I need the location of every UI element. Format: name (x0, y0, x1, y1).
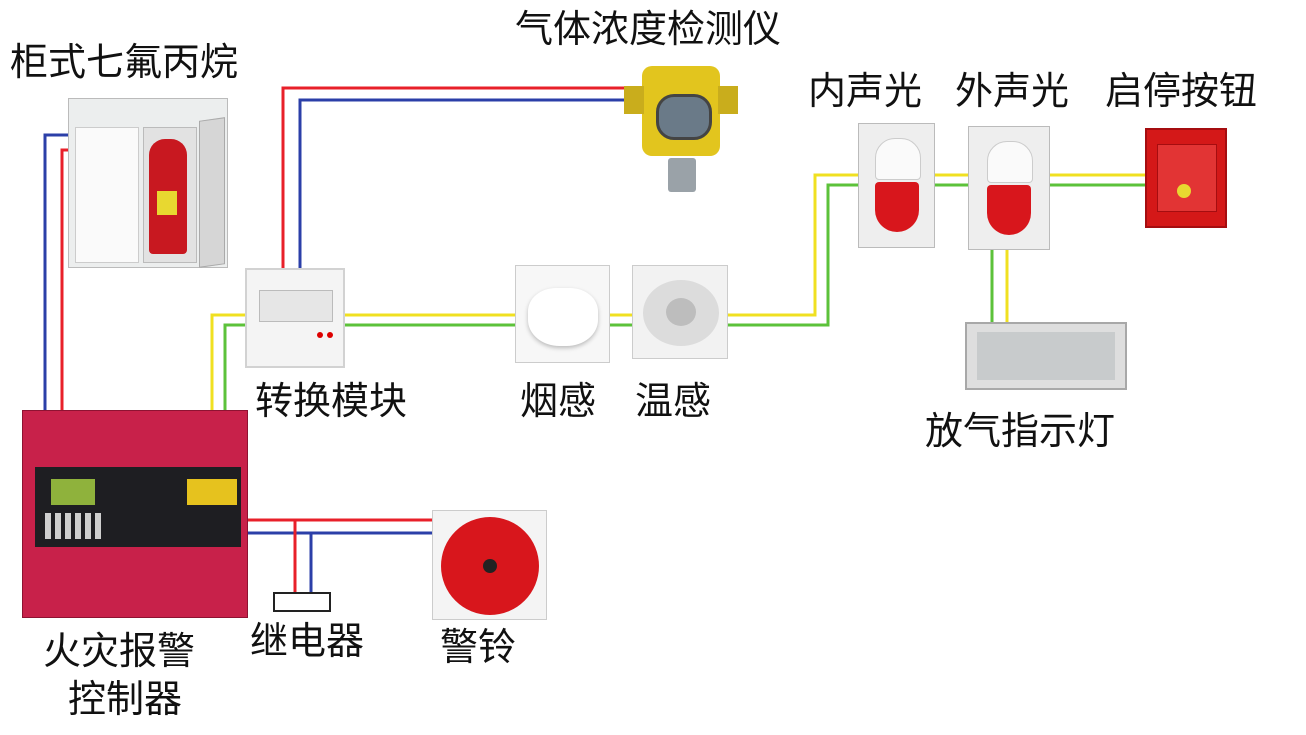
alarm-bell (432, 510, 547, 620)
heat-detector (632, 265, 728, 359)
detector-sensor (668, 158, 696, 192)
detector-port-left (624, 86, 644, 114)
fire-alarm-controller (22, 410, 248, 618)
outer-sound-light-alarm (968, 126, 1050, 250)
label-heat: 温感 (635, 379, 712, 423)
cabinet-left-door (75, 127, 139, 263)
start-stop-button (1145, 128, 1227, 228)
bell-striker (483, 559, 497, 573)
label-start-stop: 启停按钮 (1105, 69, 1258, 113)
button-panel (1157, 144, 1217, 212)
outer-alarm-speaker (987, 141, 1033, 183)
label-gas-detector: 气体浓度检测仪 (515, 7, 782, 51)
indicator-panel (977, 332, 1115, 380)
module-led-2 (327, 332, 333, 338)
smoke-detector (515, 265, 610, 363)
label-controller-line1: 火灾报警 (43, 629, 196, 673)
inner-alarm-lamp (875, 182, 919, 232)
smoke-detector-dome (528, 288, 598, 346)
detector-port-right (718, 86, 738, 114)
release-indicator-light (965, 322, 1127, 390)
relay (273, 592, 331, 612)
outer-alarm-lamp (987, 185, 1031, 235)
gas-detector (620, 66, 740, 196)
cabinet-open-door (199, 117, 225, 268)
cylinder-label (157, 191, 177, 215)
heat-detector-sensor (666, 298, 696, 326)
label-controller-line2: 控制器 (68, 677, 183, 721)
label-extinguisher: 柜式七氟丙烷 (10, 40, 239, 84)
label-relay: 继电器 (250, 619, 365, 663)
inner-alarm-speaker (875, 138, 921, 180)
controller-lcd (51, 479, 95, 505)
controller-printer (187, 479, 237, 505)
wire-yellow-module (210, 313, 248, 410)
label-release-light: 放气指示灯 (925, 409, 1116, 453)
wire-green-alarm (728, 183, 858, 327)
label-bell: 警铃 (440, 625, 517, 669)
extinguisher-cabinet (68, 98, 228, 268)
wire-blue-gas (298, 98, 625, 270)
wire-yellow-alarm (728, 173, 858, 317)
module-led-1 (317, 332, 323, 338)
module-window (259, 290, 333, 322)
wire-green-module (223, 323, 248, 410)
label-outer-alarm: 外声光 (955, 69, 1070, 113)
wire-red-gas (281, 86, 625, 270)
conversion-module (245, 268, 345, 368)
controller-keypad (45, 513, 105, 539)
label-inner-alarm: 内声光 (808, 69, 923, 113)
label-smoke: 烟感 (520, 379, 597, 423)
inner-sound-light-alarm (858, 123, 935, 248)
detector-display (656, 94, 712, 140)
label-module: 转换模块 (255, 379, 408, 423)
button-knob (1177, 184, 1191, 198)
